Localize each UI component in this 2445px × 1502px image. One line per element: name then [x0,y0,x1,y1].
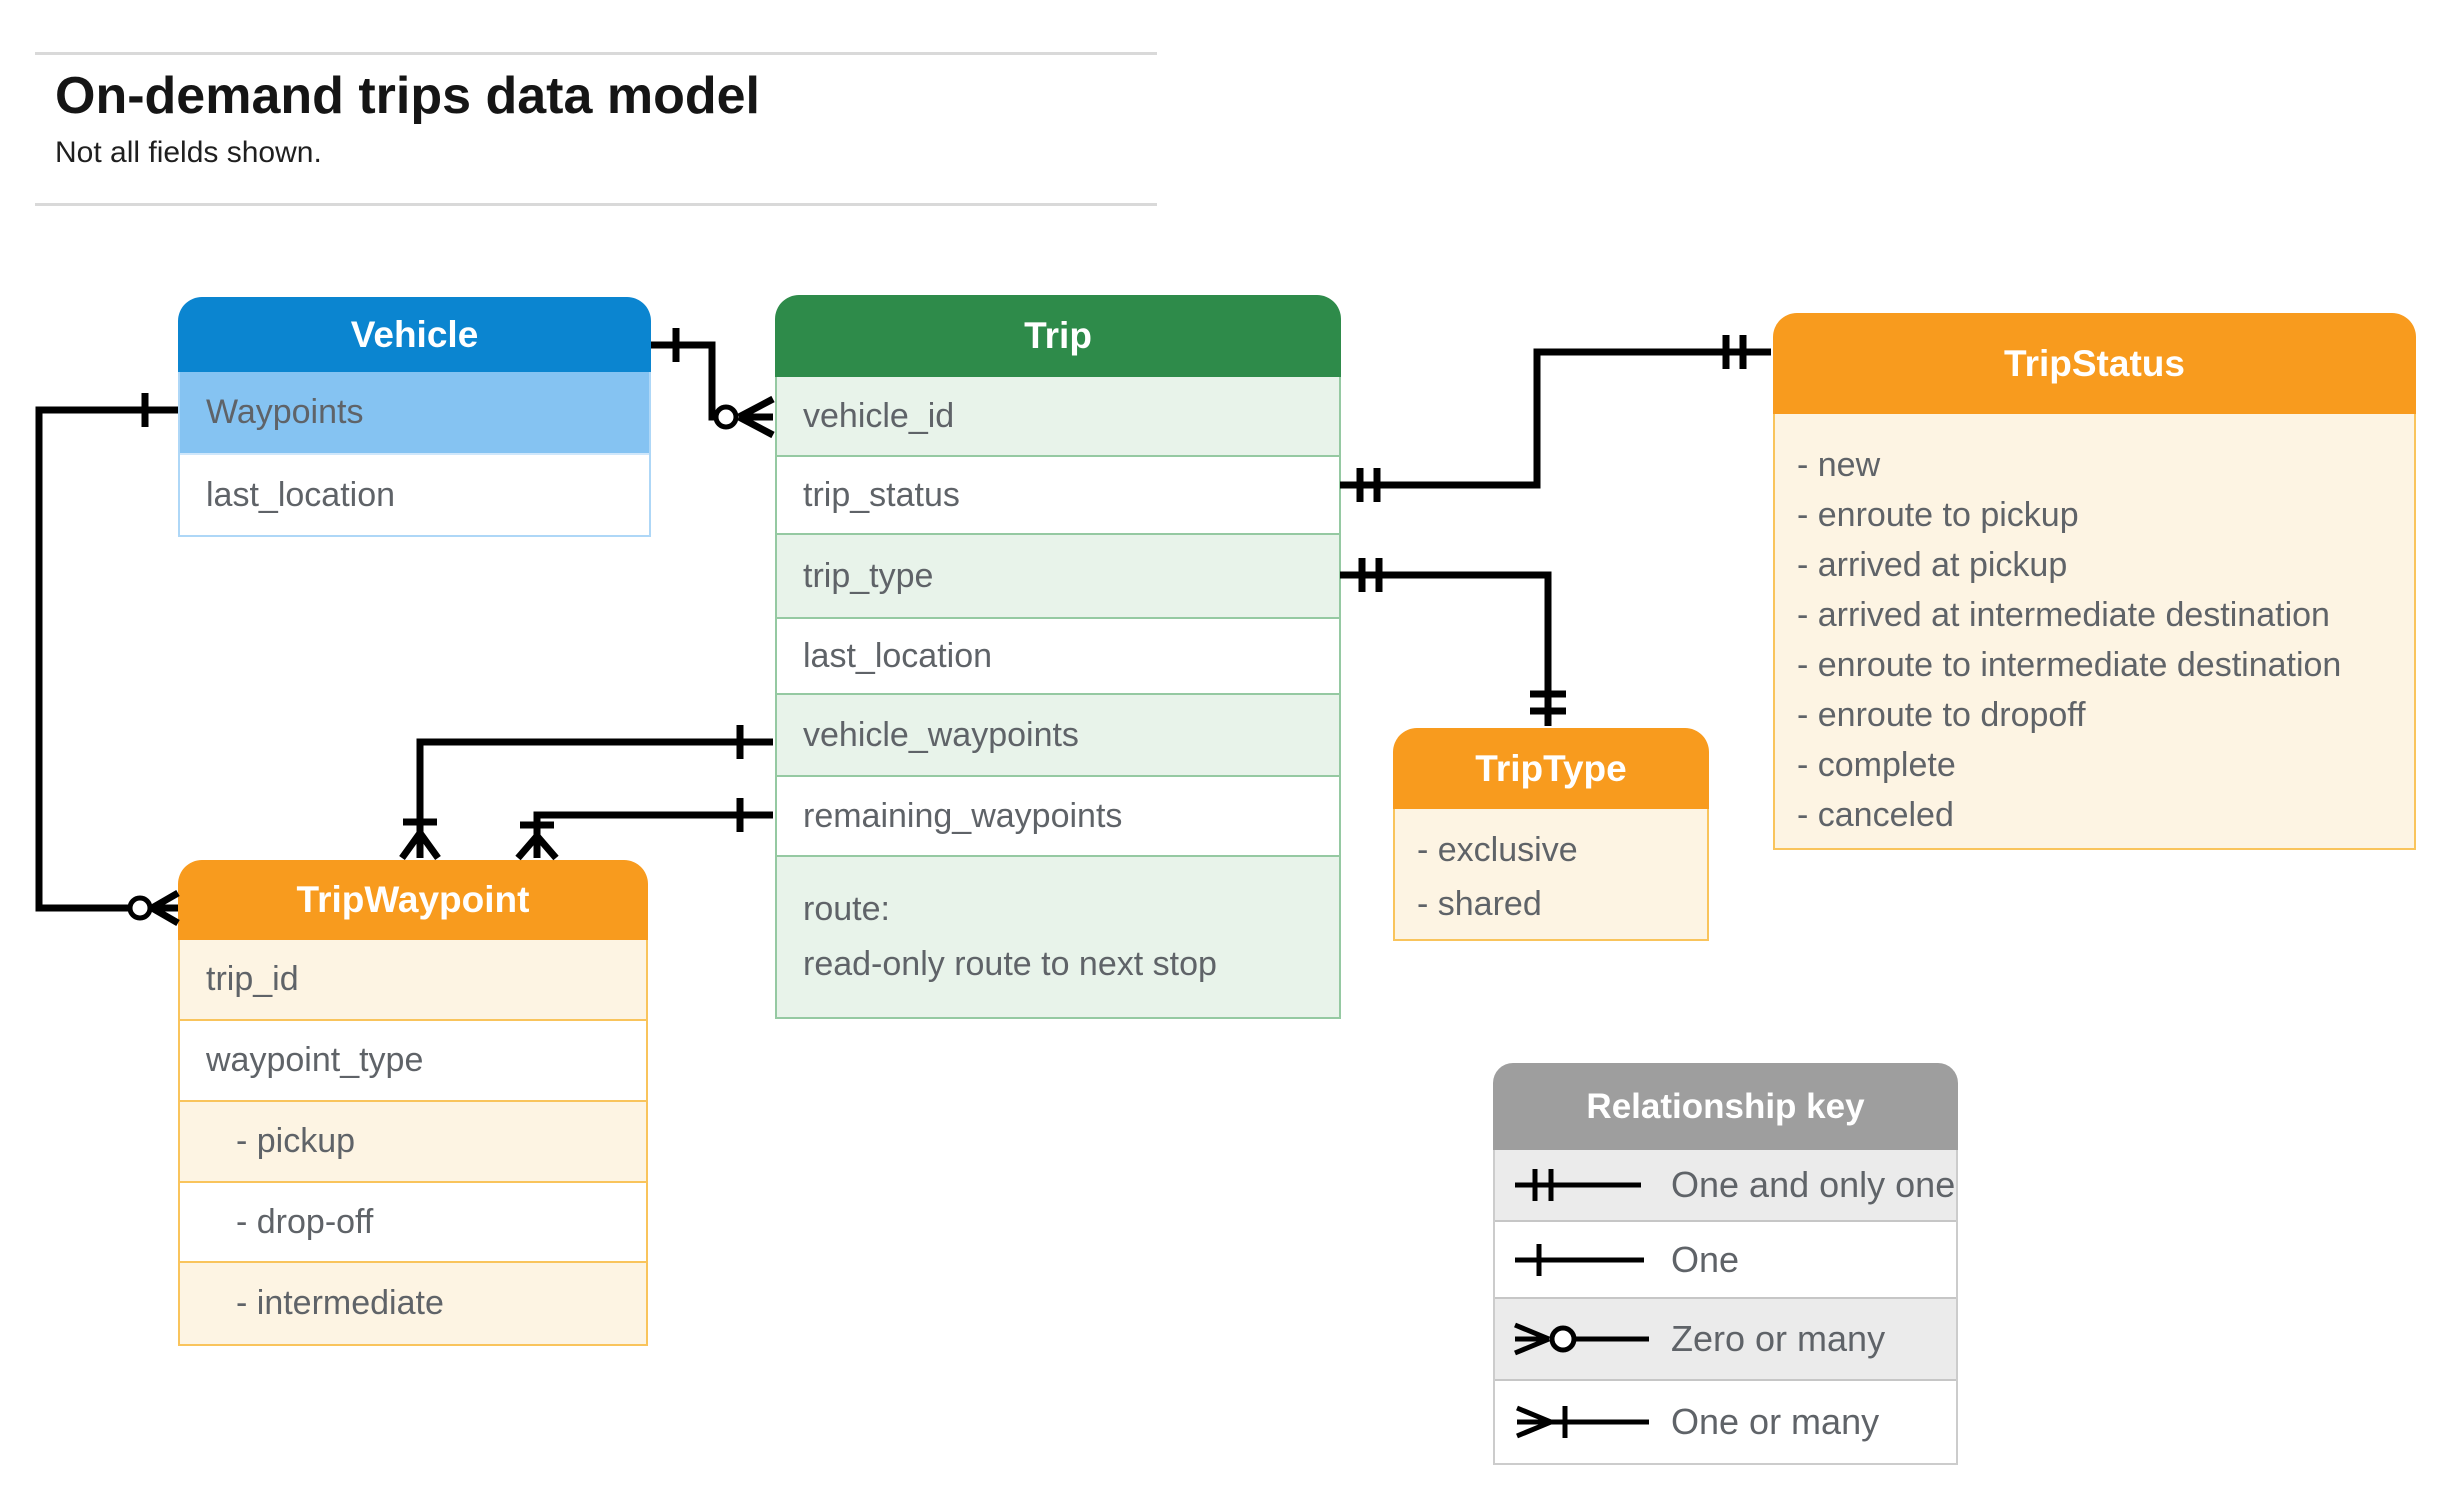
field-row-trip-status: trip_status [777,457,1339,535]
entity-vehicle: Vehicle Waypoints last_location [178,297,651,537]
key-row-zero-or-many: Zero or many [1495,1299,1956,1381]
key-label: One [1671,1238,1740,1280]
entity-vehicle-body: Waypoints last_location [178,372,651,537]
relationship-key-body: One and only one One [1493,1150,1958,1465]
zero-or-many-symbol [1514,1322,1649,1356]
one-and-only-one-symbol [1515,1169,1641,1201]
field-row-vehicle-id: vehicle_id [777,377,1339,457]
status-value: - arrived at intermediate destination [1797,596,2330,634]
entity-trip-waypoint-header: TripWaypoint [178,860,648,940]
type-value: - shared [1417,885,1542,923]
top-divider [35,52,1157,55]
key-row-one-or-many: One or many [1495,1381,1956,1463]
entity-trip-header: Trip [775,295,1341,377]
connector-trip-status-to-tripstatus [1340,335,1771,502]
entity-trip-waypoint: TripWaypoint trip_id waypoint_type - pic… [178,860,648,1346]
connector-vehicle-waypoints-to-tripwaypoint [399,725,773,861]
status-value: - new [1797,446,1881,484]
connector-vehicle-to-trip [651,328,775,439]
page-title: On-demand trips data model [55,67,760,125]
entity-trip-status: TripStatus - new - enroute to pickup - a… [1773,313,2416,850]
field-row-remaining-waypoints: remaining_waypoints [777,777,1339,857]
connector-vehicle-waypoints-row-to-tripwaypoint [35,393,180,927]
entity-trip-type: TripType - exclusive - shared [1393,728,1709,941]
status-value: - enroute to intermediate destination [1797,646,2342,684]
route-label: route: [803,890,890,928]
key-label: Zero or many [1671,1318,1886,1359]
relationship-key-header: Relationship key [1493,1063,1958,1150]
field-row-route: route: read-only route to next stop [777,857,1339,1017]
field-row-trip-last-location: last_location [777,619,1339,695]
status-value: - complete [1797,746,1956,784]
relationship-key: Relationship key One and only one [1493,1063,1958,1465]
connector-trip-type-to-triptype [1340,558,1566,726]
key-row-one: One [1495,1222,1956,1299]
status-value: - enroute to dropoff [1797,696,2086,734]
type-value: - exclusive [1417,831,1578,869]
page-subtitle: Not all fields shown. [55,136,322,169]
connector-remaining-waypoints-to-tripwaypoint [515,798,773,861]
field-row-waypoint-type: waypoint_type [180,1021,646,1102]
field-row-vehicle-waypoints: vehicle_waypoints [777,695,1339,777]
status-value: - canceled [1797,796,1954,834]
enum-row-intermediate: - intermediate [180,1263,646,1344]
field-row-waypoints: Waypoints [180,372,649,455]
entity-trip-body: vehicle_id trip_status trip_type last_lo… [775,377,1341,1019]
entity-trip-waypoint-body: trip_id waypoint_type - pickup - drop-of… [178,940,648,1346]
entity-trip-status-body: - new - enroute to pickup - arrived at p… [1773,414,2416,850]
key-row-one-and-only-one: One and only one [1495,1150,1956,1222]
one-or-many-symbol [1516,1405,1649,1439]
field-row-trip-type: trip_type [777,535,1339,619]
entity-trip-type-header: TripType [1393,728,1709,809]
status-value: - enroute to pickup [1797,496,2079,534]
route-sublabel: read-only route to next stop [803,945,1217,983]
one-symbol [1515,1243,1644,1276]
title-bottom-divider [35,203,1157,206]
entity-trip: Trip vehicle_id trip_status trip_type la… [775,295,1341,1019]
field-row-trip-id: trip_id [180,940,646,1021]
key-label: One and only one [1671,1164,1956,1205]
entity-vehicle-header: Vehicle [178,297,651,372]
enum-row-drop-off: - drop-off [180,1183,646,1263]
field-row-last-location: last_location [180,455,649,535]
enum-row-pickup: - pickup [180,1102,646,1183]
key-label: One or many [1671,1401,1880,1442]
entity-trip-type-body: - exclusive - shared [1393,809,1709,941]
entity-trip-status-header: TripStatus [1773,313,2416,414]
status-value: - arrived at pickup [1797,546,2068,584]
